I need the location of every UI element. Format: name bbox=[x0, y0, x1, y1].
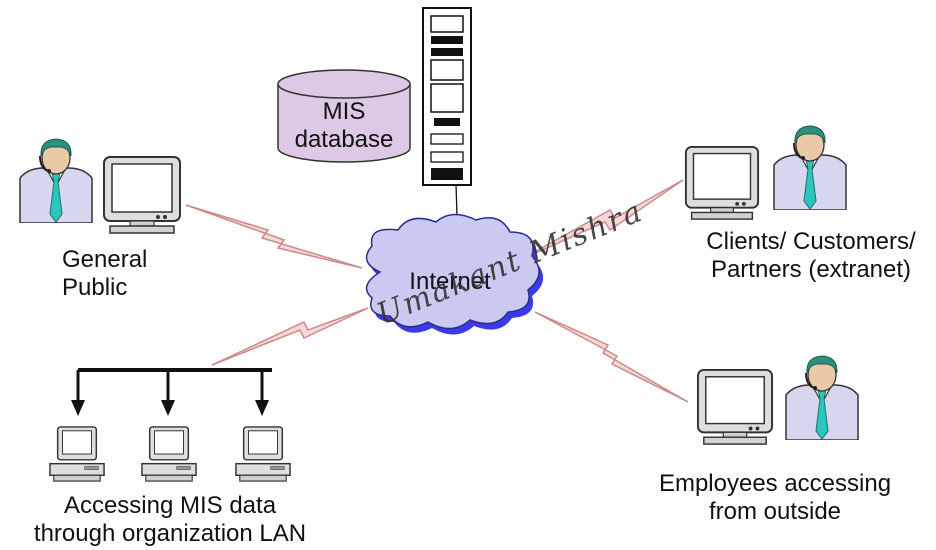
lightning-link-icon bbox=[519, 179, 684, 261]
monitor-icon bbox=[103, 156, 181, 234]
clients-label: Clients/ Customers/ Partners (extranet) bbox=[690, 228, 932, 284]
server-tower-icon bbox=[422, 7, 472, 246]
employees-label: Employees accessing from outside bbox=[630, 470, 920, 526]
clients-line1: Clients/ Customers/ bbox=[706, 228, 916, 255]
employees-line2: from outside bbox=[708, 498, 842, 525]
lan-line2: through organization LAN bbox=[33, 520, 307, 547]
monitor-icon bbox=[684, 145, 760, 221]
desktop-computer-icon bbox=[235, 426, 291, 482]
desktop-computer-icon bbox=[141, 426, 197, 482]
internet-label: Internet bbox=[409, 268, 491, 295]
general-public-line1: General bbox=[62, 246, 148, 273]
database-icon bbox=[277, 69, 411, 163]
clients-line2: Partners (extranet) bbox=[710, 256, 912, 283]
lightning-link-icon bbox=[211, 307, 369, 366]
general-public-line2: Public bbox=[62, 274, 128, 301]
lan-label: Accessing MIS data through organization … bbox=[0, 492, 340, 548]
lightning-link-icon bbox=[185, 204, 363, 269]
person-icon bbox=[785, 355, 859, 440]
arrow-down-icon bbox=[71, 370, 85, 416]
database-label-line2: database bbox=[294, 126, 394, 153]
lan-line1: Accessing MIS data bbox=[63, 492, 277, 519]
database-label-line1: MIS bbox=[322, 98, 366, 125]
general-public-label: General Public bbox=[62, 246, 147, 302]
arrow-down-icon bbox=[255, 370, 269, 416]
lan-bus bbox=[71, 368, 272, 416]
lightning-link-icon bbox=[534, 311, 689, 403]
person-icon bbox=[19, 138, 93, 223]
desktop-computer-icon bbox=[49, 426, 105, 482]
arrow-down-icon bbox=[161, 370, 175, 416]
person-icon bbox=[773, 125, 847, 210]
employees-line1: Employees accessing bbox=[658, 470, 892, 497]
monitor-icon bbox=[696, 368, 774, 446]
internet-cloud-icon bbox=[365, 213, 544, 335]
database-label: MIS database bbox=[278, 98, 410, 154]
